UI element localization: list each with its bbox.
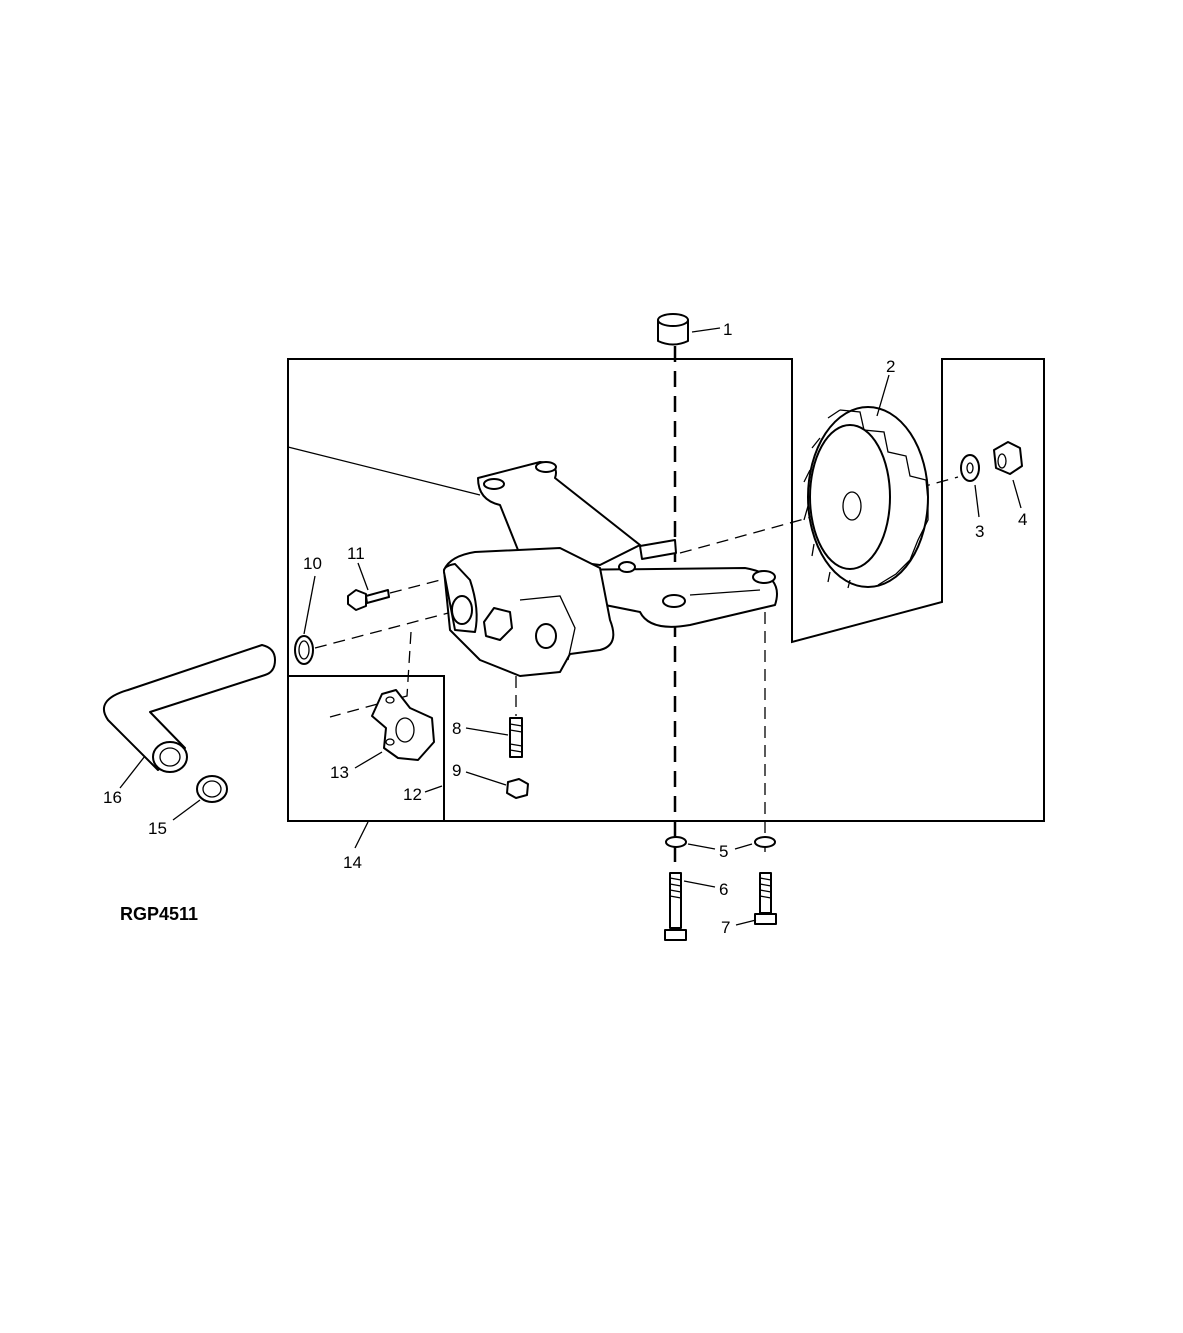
washer-part-5-left <box>665 836 687 848</box>
drive-gear-part-2 <box>803 406 929 589</box>
centerline-outlet-port <box>314 611 453 649</box>
leader-2 <box>876 374 890 417</box>
stud-part-8 <box>509 717 523 758</box>
callout-12: 12 <box>403 785 422 804</box>
leader-13 <box>354 751 383 769</box>
callout-10: 10 <box>303 554 322 573</box>
callout-15: 15 <box>148 819 167 838</box>
figure-id: RGP4511 <box>120 904 198 924</box>
callout-5: 5 <box>719 842 728 861</box>
leader-7 <box>735 919 757 926</box>
leader-3 <box>974 484 980 518</box>
leader-15 <box>172 799 201 821</box>
callout-16: 16 <box>103 788 122 807</box>
callout-9: 9 <box>452 761 461 780</box>
kit-14-frame <box>287 675 445 822</box>
leader-11 <box>357 562 369 591</box>
leader-5a <box>687 843 716 850</box>
bolt-part-6 <box>664 872 687 941</box>
callout-14: 14 <box>343 853 362 872</box>
leader-5b <box>734 843 753 850</box>
washer-part-5-right <box>754 836 776 848</box>
leader-8 <box>465 727 509 736</box>
nut-part-9 <box>506 778 529 799</box>
leader-1 <box>691 327 721 333</box>
callout-13: 13 <box>330 763 349 782</box>
leader-16 <box>119 755 146 789</box>
suction-tube-part-16 <box>103 644 276 773</box>
callout-4: 4 <box>1018 510 1027 529</box>
callout-7: 7 <box>721 918 730 937</box>
leader-10 <box>303 575 316 635</box>
callout-6: 6 <box>719 880 728 899</box>
bolt-part-7 <box>754 872 777 925</box>
leader-9 <box>465 771 507 786</box>
callout-2: 2 <box>886 357 895 376</box>
pump-assembly-frame <box>287 358 1045 822</box>
centerline-cover-13 <box>329 631 412 718</box>
leader-6 <box>683 880 716 888</box>
oil-pump-body <box>287 446 778 677</box>
leader-12 <box>424 785 443 793</box>
callout-1: 1 <box>723 320 732 339</box>
bushing-part-1 <box>657 313 689 346</box>
o-ring-part-15 <box>196 775 228 803</box>
washer-part-3 <box>960 454 980 482</box>
callout-3: 3 <box>975 522 984 541</box>
nut-part-4 <box>993 441 1023 475</box>
cover-plate-part-13 <box>371 689 435 761</box>
leader-4 <box>1012 479 1022 509</box>
callout-8: 8 <box>452 719 461 738</box>
leader-14 <box>354 821 369 849</box>
cap-screw-part-11 <box>347 589 390 611</box>
o-ring-part-10 <box>294 635 314 665</box>
callout-11: 11 <box>347 544 365 563</box>
centerline-screw-11 <box>389 577 449 594</box>
